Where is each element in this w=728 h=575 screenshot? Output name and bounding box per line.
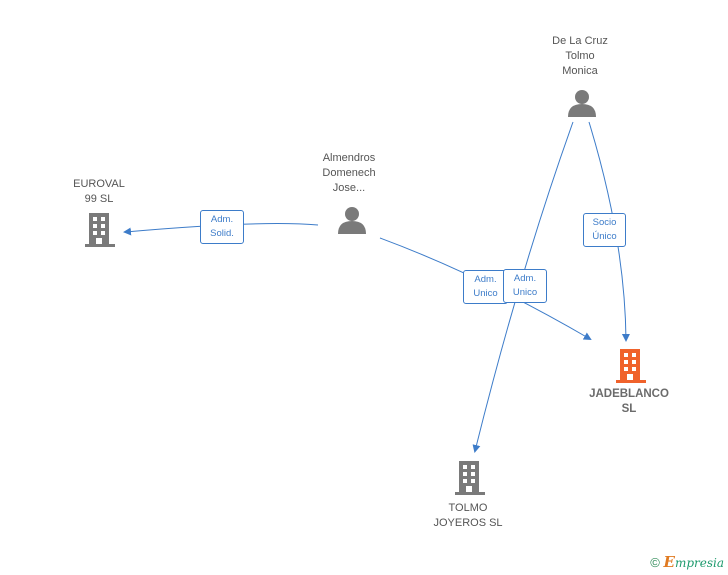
label-line: JOYEROS SL (433, 517, 503, 529)
edge-label-socio-unico: Socio Único (583, 213, 626, 247)
label-line: TOLMO (448, 502, 488, 514)
edge-label-line: Solid. (210, 228, 234, 239)
edge-label-adm-unico: Adm. Unico (503, 269, 547, 303)
label-line: EUROVAL (73, 178, 125, 190)
logo-letter: E (663, 553, 675, 571)
label-line: Jose... (332, 182, 366, 194)
edge-label-line: Adm. (513, 273, 537, 284)
edge-label-line: Único (592, 231, 617, 242)
edge-label-line: Unico (512, 287, 538, 298)
edge-label-line: Adm. (210, 214, 234, 225)
label-line: Almendros (322, 152, 376, 164)
building-icon[interactable] (455, 461, 485, 495)
edge-label-adm-solid: Adm. Solid. (200, 210, 244, 244)
footer-brand[interactable]: © Empresia (650, 553, 724, 571)
label-line: SL (621, 403, 637, 415)
edge-label-line: Unico (473, 288, 498, 299)
person-icon[interactable] (338, 207, 366, 234)
label-line: JADEBLANCO (589, 388, 669, 400)
edge-label-line: Adm. (474, 274, 497, 285)
node-label-euroval[interactable]: EUROVAL 99 SL (73, 177, 125, 207)
node-label-de-la-cruz[interactable]: De La Cruz Tolmo Monica (552, 34, 608, 79)
node-label-jadeblanco[interactable]: JADEBLANCO SL (589, 387, 669, 417)
label-line: 99 SL (84, 193, 114, 205)
label-line: Monica (562, 65, 598, 77)
empresia-logo: Empresia (663, 553, 725, 571)
building-icon[interactable] (85, 213, 115, 247)
node-label-tolmo-joyeros[interactable]: TOLMO JOYEROS SL (433, 501, 502, 531)
copyright-icon: © (650, 555, 660, 570)
node-label-almendros[interactable]: Almendros Domenech Jose... (322, 151, 375, 196)
building-icon-focus[interactable] (616, 349, 646, 383)
edge-label-adm-unico: Adm. Unico (463, 270, 508, 304)
person-icon[interactable] (568, 90, 596, 117)
label-line: De La Cruz (552, 35, 608, 47)
label-line: Tolmo (565, 50, 595, 62)
label-line: Domenech (322, 167, 376, 179)
logo-text: mpresia (674, 556, 724, 570)
edge-label-line: Socio (592, 217, 617, 228)
